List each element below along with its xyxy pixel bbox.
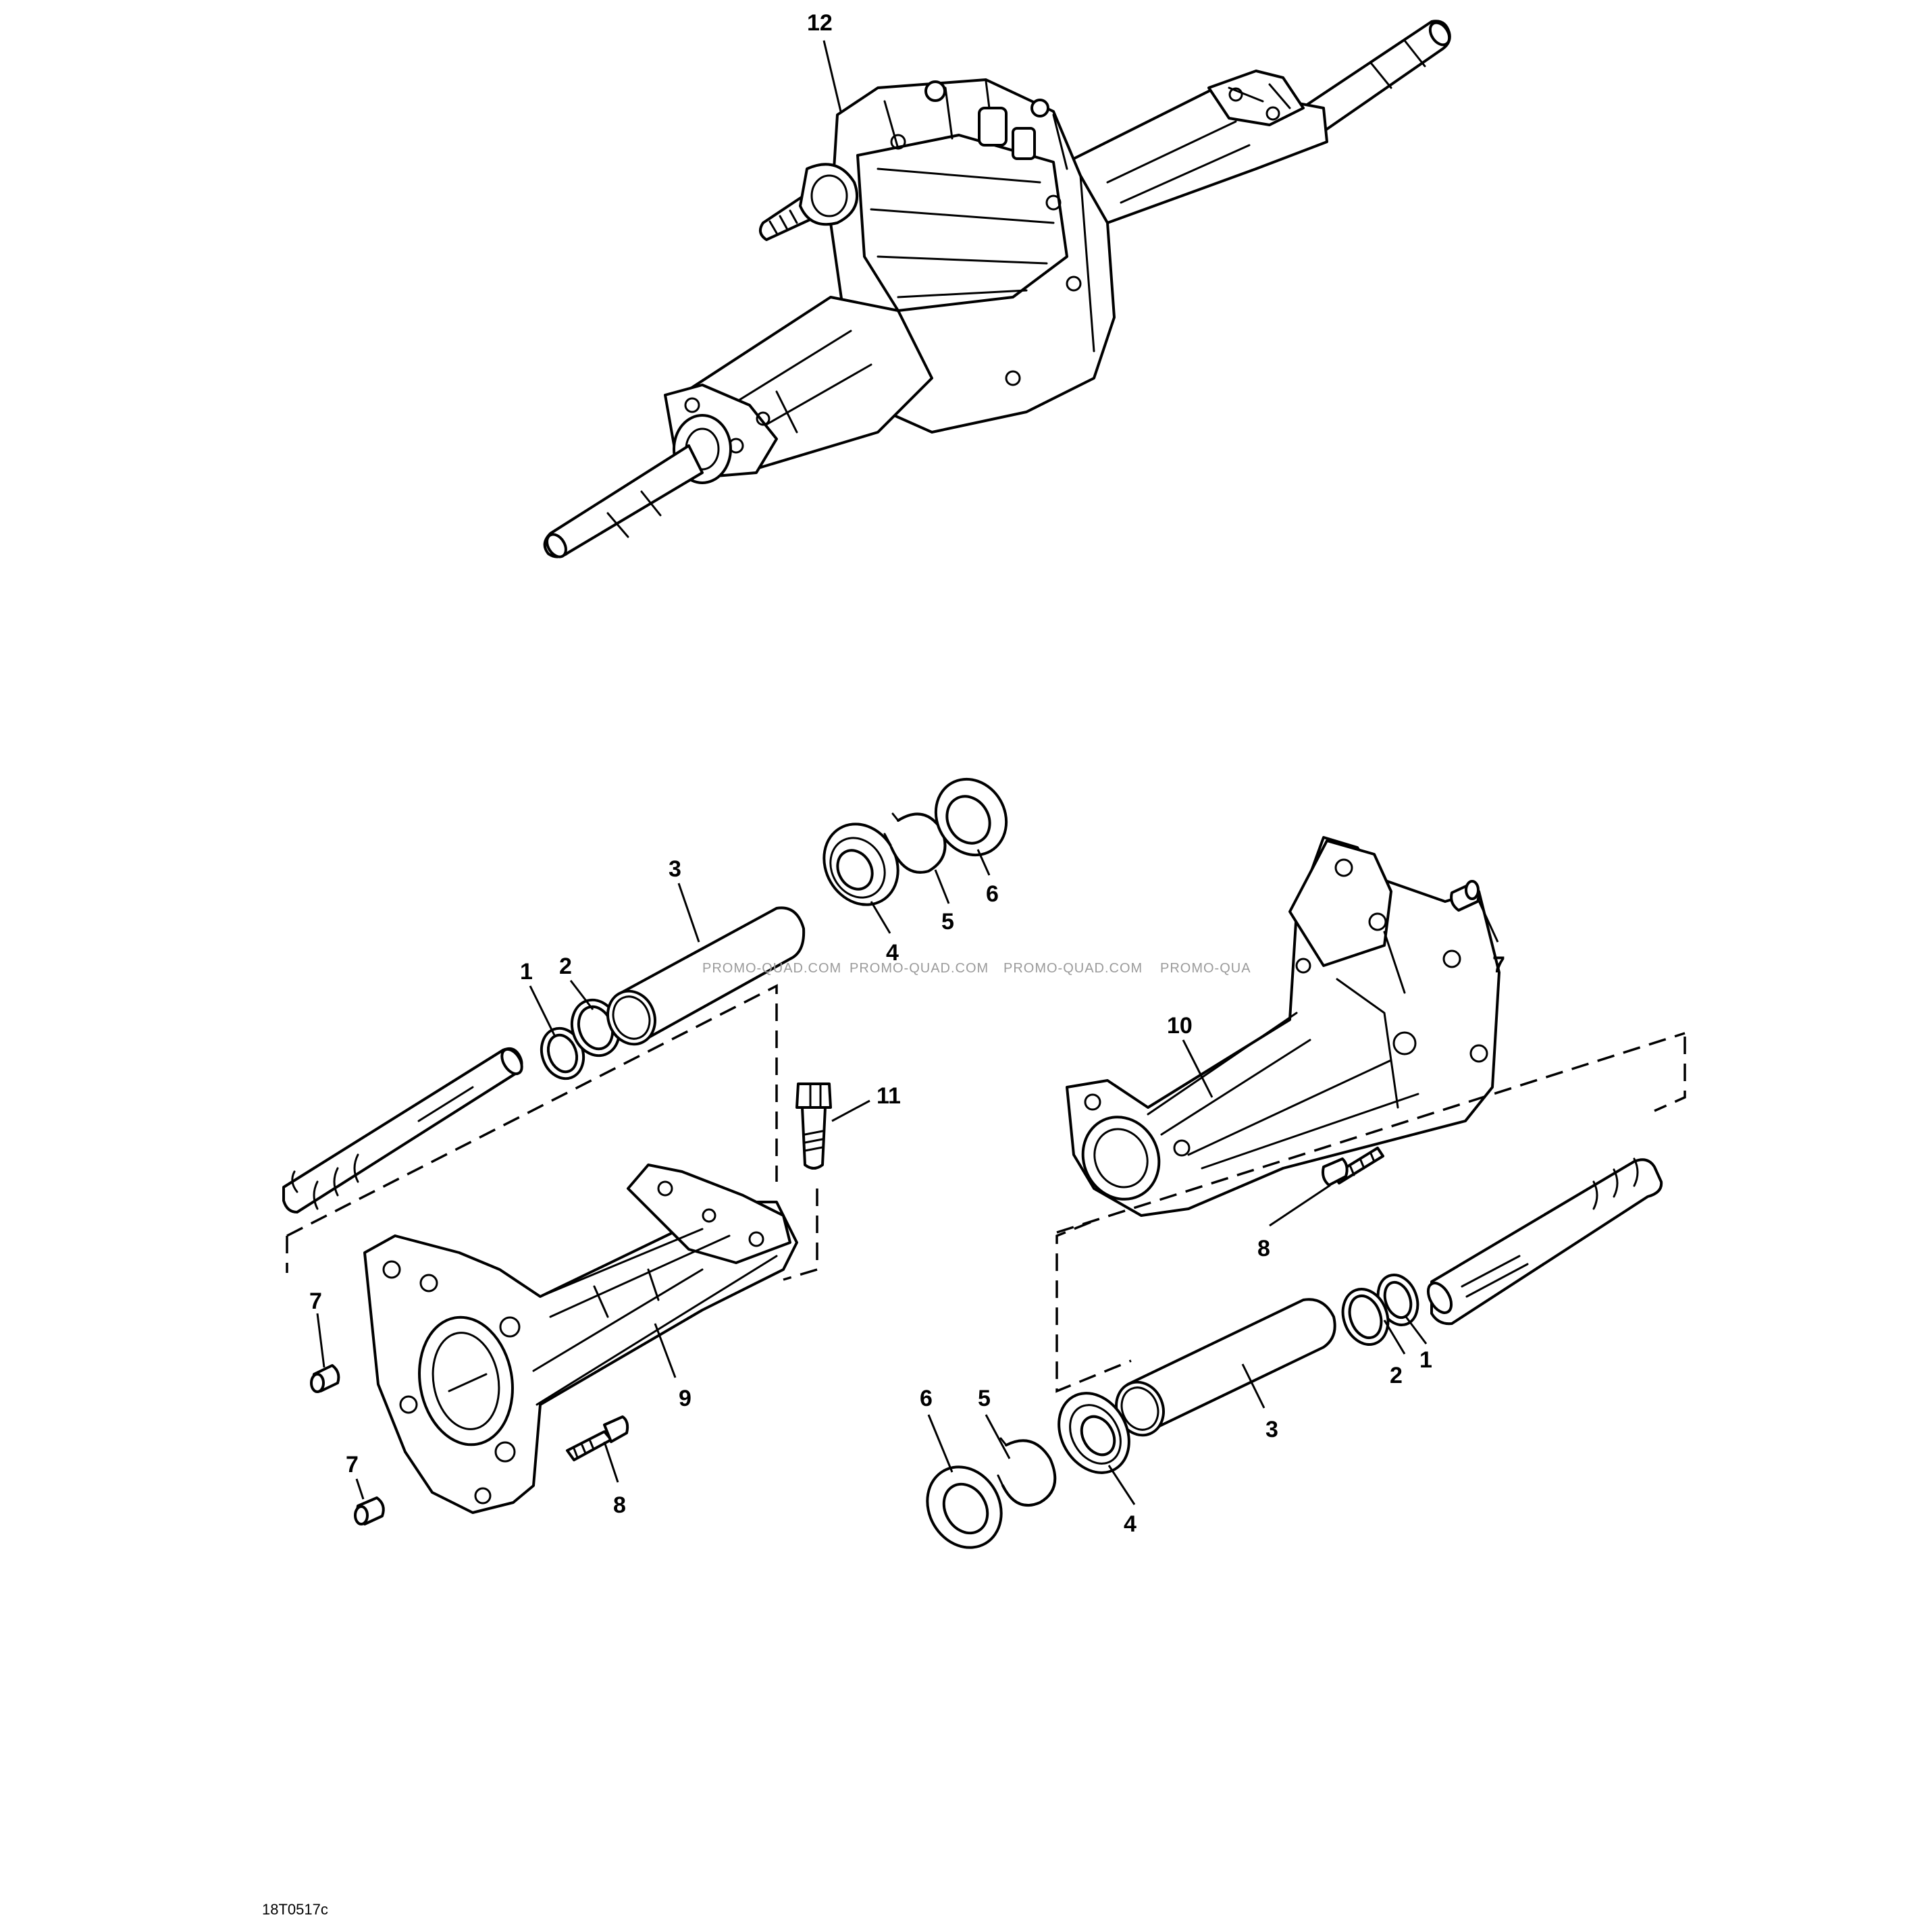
watermark-text-1: PROMO-QUAD.COM [702,961,841,976]
right-axle-group [926,836,1686,1549]
callout-9-left-housing: 9 [679,1386,691,1411]
leader-lines [316,40,1499,1505]
callout-3-right-tube: 3 [1265,1417,1278,1442]
callout-labels: 12 1 2 3 4 5 6 11 9 7 7 8 7 10 8 2 1 3 4… [309,10,1505,1537]
callout-1-left-retaining-ring: 1 [520,959,533,985]
callout-10-right-housing: 10 [1167,1013,1193,1039]
watermark: PROMO-QUAD.COM PROMO-QUAD.COM PROMO-QUAD… [702,961,1251,976]
callout-7-left-dowel-lower: 7 [346,1452,359,1478]
callout-4-left-bearing: 4 [886,940,899,966]
callout-11-hex-screw: 11 [877,1083,901,1109]
callout-1-right-retaining-ring: 1 [1419,1347,1432,1373]
left-axle-group [282,777,1008,1525]
callout-5-left-circlip: 5 [941,909,954,935]
callout-8-right-bolt: 8 [1257,1236,1270,1261]
callout-8-left-bolt: 8 [613,1492,626,1518]
callout-2-right-shim-ring: 2 [1390,1363,1403,1388]
watermark-text-3: PROMO-QUAD.COM [1003,961,1143,976]
callout-7-left-dowel-upper: 7 [309,1288,322,1314]
callout-4-right-bearing: 4 [1124,1511,1137,1537]
callout-12-assembly: 12 [807,10,833,36]
callout-5-right-circlip: 5 [978,1386,991,1411]
callout-6-right-seal: 6 [920,1386,933,1411]
figure-reference-code: 18T0517c [262,1901,328,1918]
watermark-text-4: PROMO-QUA [1160,961,1251,976]
watermark-text-2: PROMO-QUAD.COM [850,961,989,976]
callout-6-left-seal: 6 [986,881,999,907]
callout-7-right-dowel: 7 [1492,952,1505,978]
complete-axle-assembly [543,20,1451,558]
callout-2-left-shim-ring: 2 [559,954,572,979]
callout-3-left-tube: 3 [669,856,681,882]
